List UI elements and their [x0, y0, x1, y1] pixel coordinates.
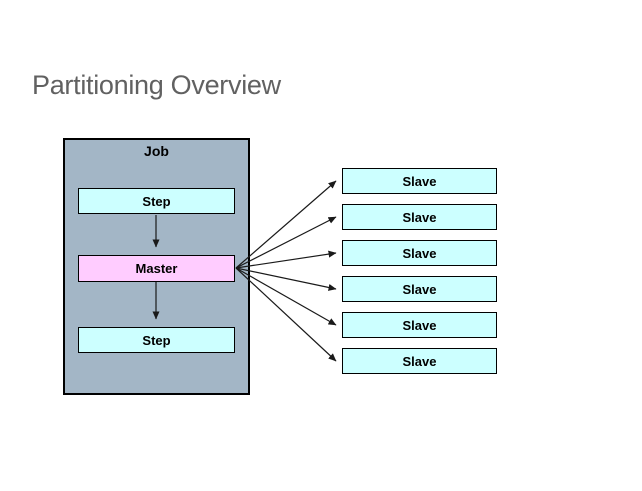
slave-node: Slave	[342, 348, 497, 374]
job-label: Job	[144, 143, 169, 159]
arrow-master-to-slave-2	[235, 216, 337, 269]
slave-node: Slave	[342, 312, 497, 338]
slave-node: Slave	[342, 168, 497, 194]
arrow-master-to-slave-3	[235, 250, 337, 269]
page-title: Partitioning Overview	[32, 70, 281, 100]
step-bottom-node: Step	[78, 327, 235, 353]
slave-node: Slave	[342, 240, 497, 266]
master-node: Master	[78, 255, 235, 282]
step-top-node: Step	[78, 188, 235, 214]
slave-node: Slave	[342, 204, 497, 230]
slave-node: Slave	[342, 276, 497, 302]
arrow-master-to-slave-4	[235, 267, 337, 291]
arrow-master-to-slave-1	[235, 180, 337, 269]
arrow-master-to-slave-6	[235, 267, 337, 362]
arrow-master-to-slave-5	[235, 267, 337, 326]
